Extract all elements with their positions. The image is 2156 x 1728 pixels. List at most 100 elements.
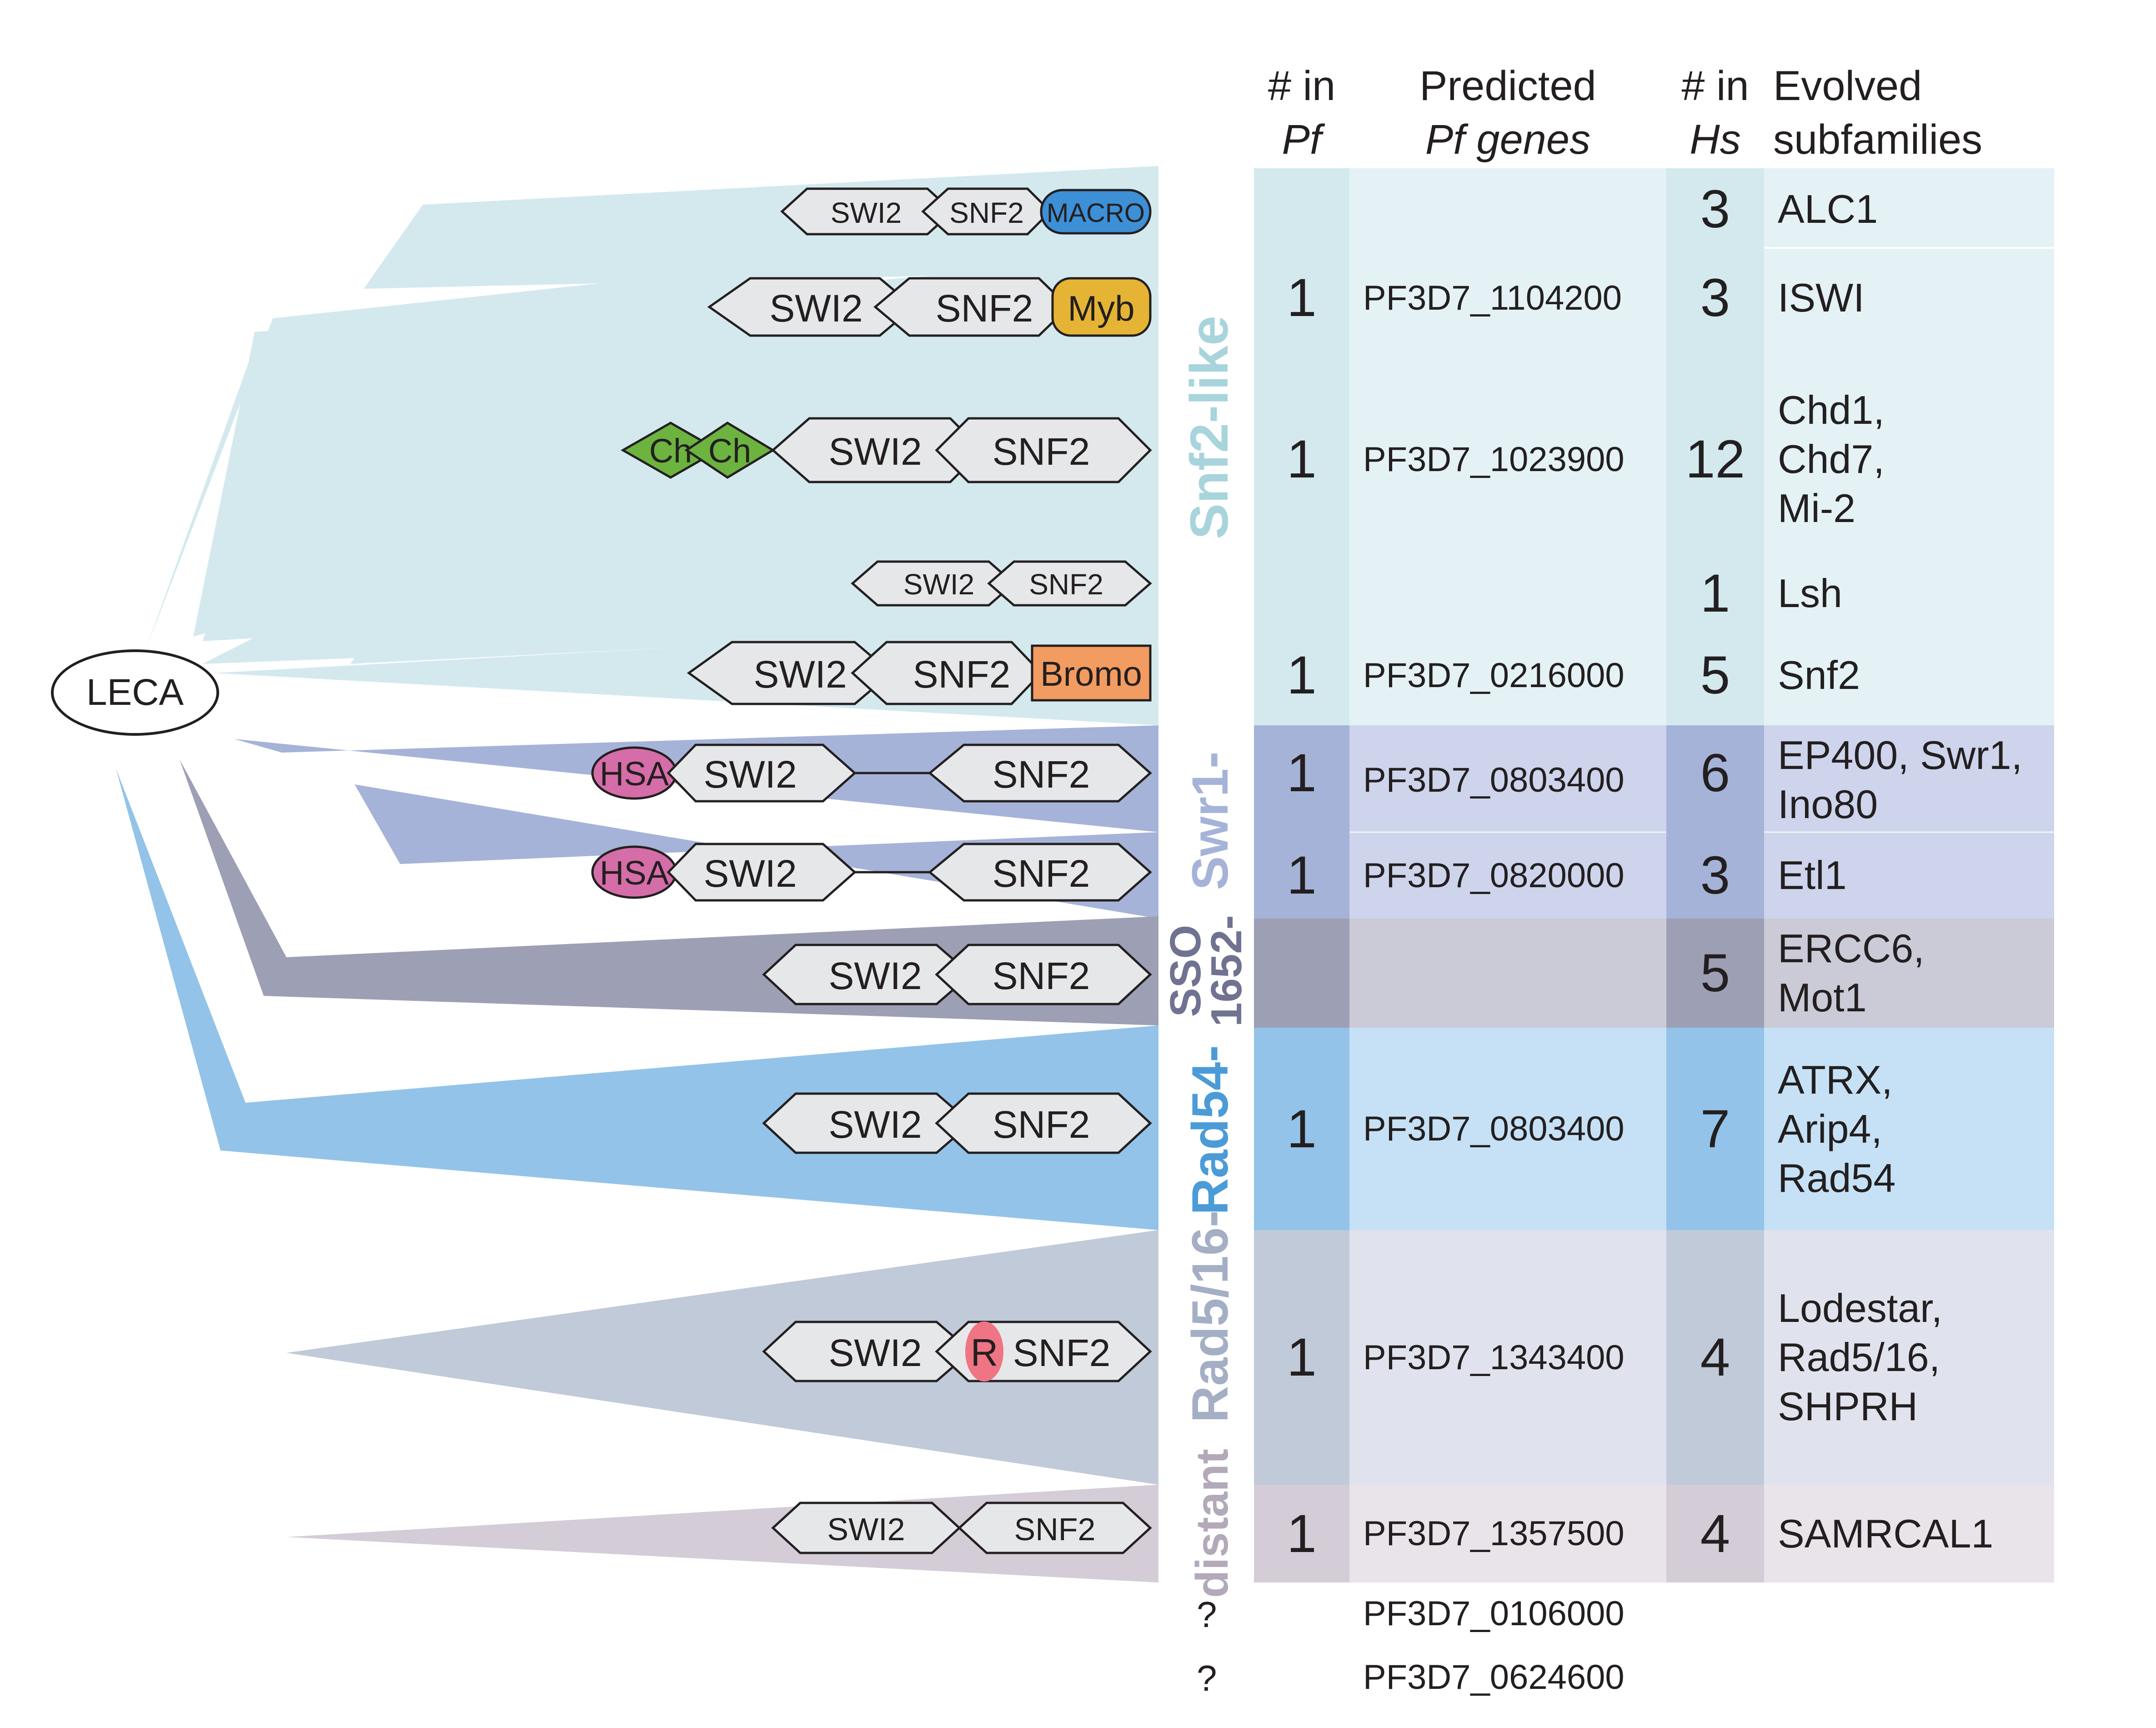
pf-count-distant: 1 xyxy=(1287,1503,1317,1564)
domain-row-ep400: HSA SWI2 SNF2 xyxy=(591,743,1152,803)
snf2-domain-label: SNF2 xyxy=(993,753,1090,796)
leca-root-node: LECA xyxy=(51,649,219,736)
leca-label: LECA xyxy=(86,672,184,713)
band-rad5-16-hs-col xyxy=(1666,1230,1764,1485)
band-snf2-like xyxy=(1254,168,2054,725)
hs-count-chd: 12 xyxy=(1685,429,1745,489)
hsa-domain-label: HSA xyxy=(600,755,669,793)
pf-count-etl1: 1 xyxy=(1287,845,1317,905)
band-rad5-16 xyxy=(1254,1230,2054,1485)
label-rad5-16: Rad5/16- xyxy=(1182,1211,1238,1423)
snf2-domain-shape xyxy=(935,417,1152,483)
pf-count-snf2: 1 xyxy=(1287,645,1317,705)
bromo-domain-shape xyxy=(1031,644,1152,702)
snf2-domain-label: SNF2 xyxy=(993,852,1090,895)
snf2-domain-label: SNF2 xyxy=(1014,1512,1096,1547)
pf-count-chd: 1 xyxy=(1287,429,1317,489)
subfamily-ep400: EP400, Swr1, Ino80 xyxy=(1778,733,2023,827)
swi2-domain-label: SWI2 xyxy=(828,1103,922,1146)
r-domain-label: R xyxy=(971,1331,998,1374)
pf-count-iswi: 1 xyxy=(1287,268,1317,328)
header-pf-genes-line1: Predicted xyxy=(1419,63,1596,109)
subfamily-lsh: Lsh xyxy=(1778,571,1842,616)
swi2-domain-label: SWI2 xyxy=(903,568,974,601)
snf2-domain-shape xyxy=(935,944,1152,1005)
band-swr1-pf-col xyxy=(1254,725,1349,919)
swi2-domain-label: SWI2 xyxy=(703,852,797,895)
clade-labels: Snf2-like Swr1- SSO 1652- Rad54- Rad5/16… xyxy=(1161,316,1251,1598)
unassigned-mark: ? xyxy=(1197,1658,1217,1698)
domain-row-sso1652: SWI2 SNF2 xyxy=(762,944,1152,1005)
pf-count-ep400: 1 xyxy=(1287,743,1317,803)
snf2-domain-shape xyxy=(987,560,1152,607)
label-snf2-like: Snf2-like xyxy=(1179,316,1239,539)
gene-rad54: PF3D7_0803400 xyxy=(1363,1110,1625,1148)
label-1652: 1652- xyxy=(1202,915,1251,1027)
header-pf-genes-line2: Pf genes xyxy=(1349,113,1666,166)
domain-row-chd: Ch Ch SWI2 SNF2 xyxy=(620,417,1152,483)
snf2-domain-label: SNF2 xyxy=(913,653,1011,696)
header-pf-count-line1: # in xyxy=(1268,63,1336,109)
snf2-domain-label: SNF2 xyxy=(993,1103,1090,1146)
swi2-domain-label: SWI2 xyxy=(828,1331,922,1374)
band-snf2-like-hs-col xyxy=(1666,168,1764,725)
label-swr1: Swr1- xyxy=(1182,752,1238,890)
gene-iswi: PF3D7_1104200 xyxy=(1363,278,1622,317)
chromo-domain-label: Ch xyxy=(649,432,692,470)
swi2-domain-label: SWI2 xyxy=(831,196,902,229)
domain-row-alc1: SWI2 SNF2 MACRO xyxy=(780,187,1152,236)
snf2-domain-label: SNF2 xyxy=(993,954,1090,997)
band-rad5-16-pf-col xyxy=(1254,1230,1349,1485)
domain-row-rad5-16: SWI2 SNF2 R xyxy=(762,1321,1152,1382)
hsa-domain-label: HSA xyxy=(600,854,669,892)
snf2-domain-shape xyxy=(958,1502,1152,1554)
label-sso: SSO xyxy=(1161,925,1210,1017)
label-rad54: Rad54- xyxy=(1182,1045,1238,1215)
macro-domain-label: MACRO xyxy=(1047,198,1145,228)
snf2-domain-shape xyxy=(935,1092,1152,1154)
swi2-domain-label: SWI2 xyxy=(753,653,847,696)
band-rad54-pf-col xyxy=(1254,1028,1349,1230)
band-distant-hs-col xyxy=(1666,1485,1764,1582)
band-rad54-hs-col xyxy=(1666,1028,1764,1230)
unassigned-mark: ? xyxy=(1197,1594,1217,1635)
snf2-domain-shape xyxy=(928,843,1152,902)
swi2-domain-label: SWI2 xyxy=(827,1512,905,1547)
header-subfamilies: Evolved subfamilies xyxy=(1773,59,2028,166)
subfamily-alc1: ALC1 xyxy=(1778,186,1878,231)
domain-row-lsh: SWI2 SNF2 xyxy=(851,560,1152,607)
snf2-domain-shape xyxy=(928,743,1152,803)
domain-row-etl1: HSA SWI2 SNF2 xyxy=(591,843,1152,902)
subfamily-snf2: Snf2 xyxy=(1778,653,1860,698)
gene-distant: PF3D7_1357500 xyxy=(1363,1514,1625,1553)
band-rad54 xyxy=(1254,1028,2054,1230)
subfamily-iswi: ISWI xyxy=(1778,275,1865,320)
domain-row-distant: SWI2 SNF2 xyxy=(771,1502,1152,1554)
band-sso1652-pf-col xyxy=(1254,919,1349,1028)
subfamily-distant: SAMRCAL1 xyxy=(1778,1511,1994,1556)
gene-rad5-16: PF3D7_1343400 xyxy=(1363,1338,1625,1377)
unassigned-gene: PF3D7_0106000 xyxy=(1363,1594,1625,1633)
swi2-domain-label: SWI2 xyxy=(828,954,922,997)
chromo-domain-label: Ch xyxy=(708,432,752,470)
header-pf-count-line2: Pf xyxy=(1282,116,1322,163)
swi2-domain-shape xyxy=(667,843,857,902)
snf2-domain-label: SNF2 xyxy=(1013,1331,1111,1374)
snf2-domain-label: SNF2 xyxy=(936,287,1033,330)
domain-row-iswi: SWI2 SNF2 Myb xyxy=(707,277,1152,337)
hs-count-iswi: 3 xyxy=(1700,268,1730,328)
swi2-domain-shape xyxy=(667,743,857,803)
header-hs-count: # in Hs xyxy=(1666,59,1764,166)
label-distant: distant xyxy=(1187,1449,1238,1598)
header-hs-count-line1: # in xyxy=(1681,63,1749,109)
header-subfamilies-line1: Evolved xyxy=(1773,63,1922,109)
snf2-domain-label: SNF2 xyxy=(993,430,1090,473)
subfamily-rad5-16: Lodestar, Rad5/16, SHPRH xyxy=(1778,1286,1943,1429)
unassigned-gene: PF3D7_0624600 xyxy=(1363,1658,1625,1697)
header-pf-genes-line2-text: Pf genes xyxy=(1425,116,1591,163)
domain-architectures: SWI2 SNF2 MACRO SWI2 SNF2 Myb Ch Ch xyxy=(591,187,1152,1554)
myb-domain-shape xyxy=(1051,277,1152,337)
header-subfamilies-line2: subfamilies xyxy=(1773,116,1983,163)
myb-domain-label: Myb xyxy=(1068,288,1134,328)
band-swr1-hs-col xyxy=(1666,725,1764,919)
